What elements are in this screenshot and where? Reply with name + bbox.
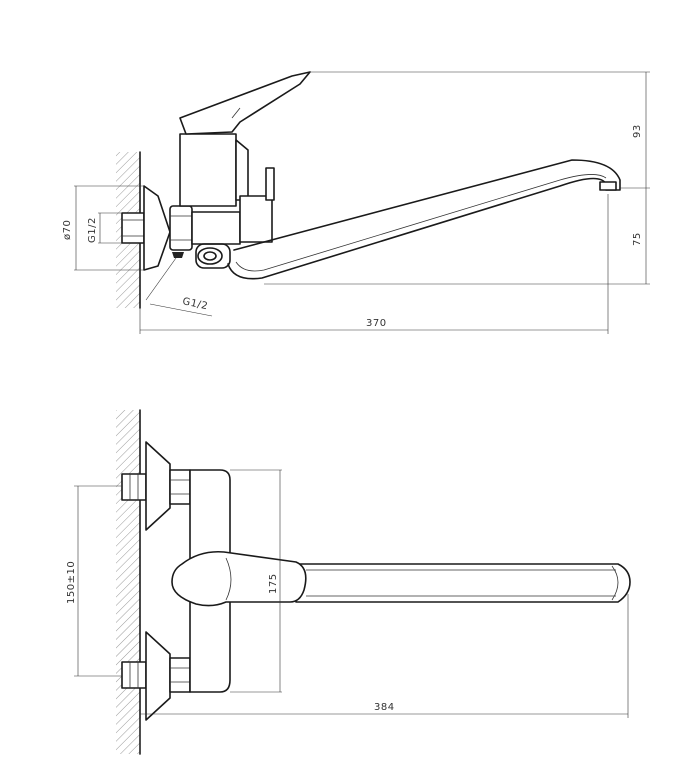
wall-hatch-bottom [116, 410, 140, 754]
dim-body-height-label: 175 [268, 573, 279, 594]
side-view: ø70 G1/2 G1/2 370 93 75 [62, 71, 650, 334]
dim-thread-inlet-label: G1/2 [181, 296, 209, 312]
dim-height-top-label: 93 [632, 124, 643, 138]
side-mixer-body [179, 71, 311, 245]
side-dimensions [74, 71, 650, 334]
side-spout [195, 159, 621, 280]
dim-length-side-label: 370 [366, 318, 387, 329]
top-inlet-upper [121, 441, 191, 531]
top-spout [295, 563, 631, 603]
top-inlet-lower [121, 631, 191, 721]
dim-thread-wall-label: G1/2 [87, 217, 98, 243]
dim-height-spout-label: 75 [632, 232, 643, 246]
dim-length-top-label: 384 [374, 702, 395, 713]
top-lever [171, 550, 307, 607]
dim-diameter-label: ø70 [62, 220, 73, 240]
top-lever-curve [225, 557, 232, 601]
top-dimensions [74, 469, 629, 754]
top-view: 150±10 175 384 [66, 409, 631, 755]
dim-center-distance-label: 150±10 [66, 561, 77, 604]
